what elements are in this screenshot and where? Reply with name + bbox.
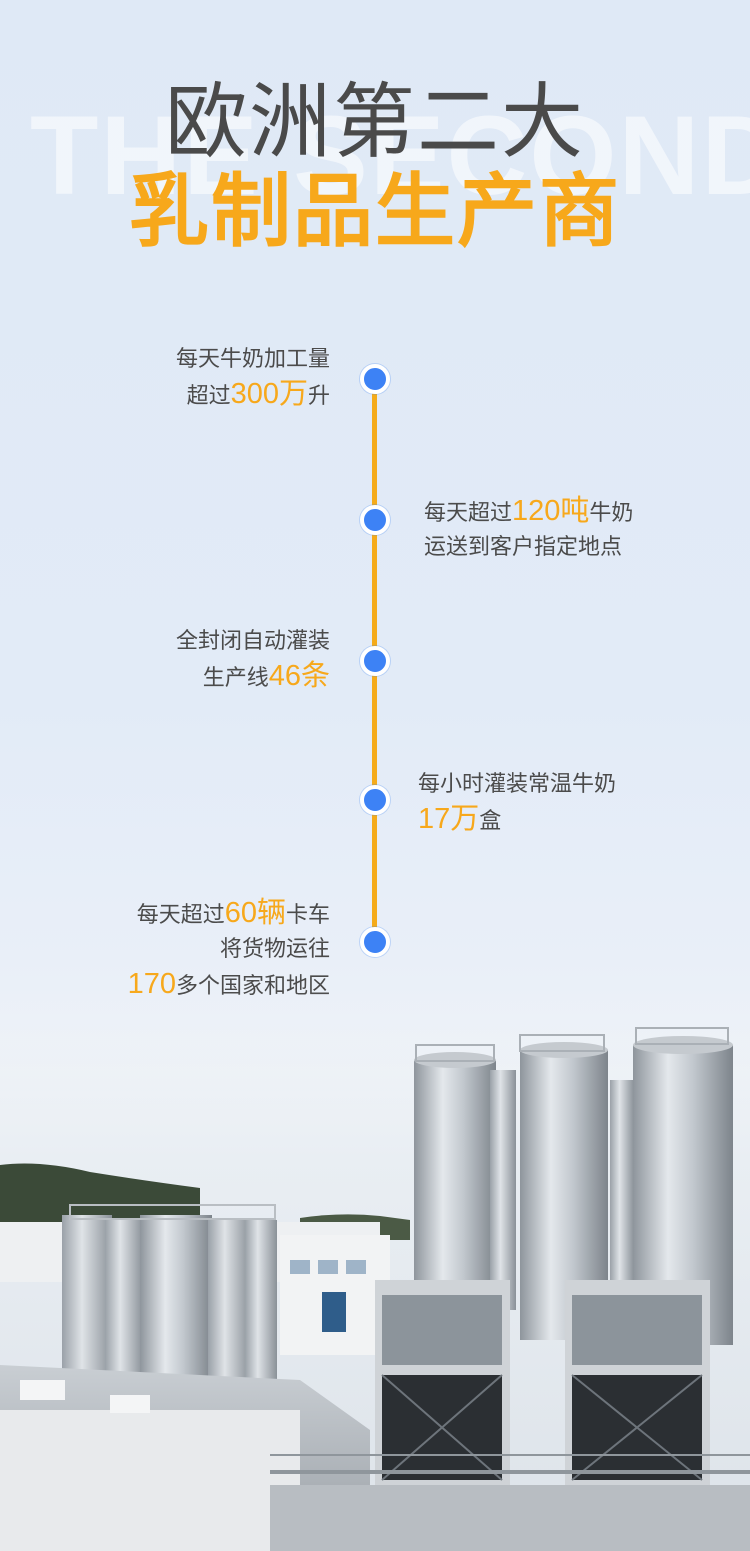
- timeline-item-filling-lines: 全封闭自动灌装生产线46条: [176, 625, 330, 696]
- timeline-line-text: 每天牛奶加工量: [176, 343, 330, 377]
- item-text: 每天超过: [136, 903, 225, 928]
- item-text: 超过: [186, 384, 231, 409]
- timeline-line-text: 超过300万升: [176, 377, 330, 414]
- page-subtitle: 乳制品生产商: [129, 165, 621, 258]
- timeline-line-text: 全封闭自动灌装: [176, 625, 330, 659]
- timeline-line-text: 每天超过120吨牛奶: [424, 494, 633, 531]
- highlight-number: 46条: [268, 660, 330, 692]
- timeline-dot: [360, 646, 390, 676]
- timeline-line-text: 每小时灌装常温牛奶: [418, 768, 616, 802]
- item-text: 每天超过: [424, 501, 513, 526]
- item-text: 每小时灌装常温牛奶: [418, 772, 617, 797]
- item-text: 生产线: [202, 666, 269, 691]
- factory-silo-photo: [0, 990, 750, 1551]
- timeline-dot: [360, 364, 390, 394]
- timeline-line-text: 将货物运往: [128, 933, 330, 967]
- timeline-dot: [360, 505, 390, 535]
- timeline-line-text: 17万盒: [418, 802, 616, 839]
- highlight-number: 17万: [418, 803, 480, 835]
- watermark-text: THE SECOND: [30, 93, 750, 218]
- highlight-number: 120吨: [512, 495, 590, 527]
- highlight-number: 60辆: [224, 897, 286, 929]
- timeline-item-hourly-filling: 每小时灌装常温牛奶 17万盒: [418, 768, 616, 839]
- item-text: 将货物运往: [219, 937, 330, 962]
- item-text: 升: [307, 384, 330, 409]
- item-text: 运送到客户指定地点: [424, 535, 623, 560]
- item-text: 全封闭自动灌装: [175, 629, 330, 654]
- item-text: 每天牛奶加工量: [175, 347, 330, 372]
- item-text: 盒: [479, 809, 502, 834]
- timeline-line-text: 每天超过60辆卡车: [128, 896, 330, 933]
- page-title: 欧洲第二大: [164, 75, 585, 170]
- item-text: 卡车: [285, 903, 330, 928]
- timeline-line-text: 运送到客户指定地点: [424, 531, 633, 565]
- timeline-item-milk-processing: 每天牛奶加工量超过300万升: [176, 343, 330, 414]
- item-text: 牛奶: [589, 501, 634, 526]
- timeline-dot: [360, 785, 390, 815]
- timeline-line-text: 生产线46条: [176, 659, 330, 696]
- highlight-number: 300万: [230, 378, 308, 410]
- timeline-dot: [360, 927, 390, 957]
- timeline-item-daily-delivery: 每天超过120吨牛奶运送到客户指定地点: [424, 494, 633, 565]
